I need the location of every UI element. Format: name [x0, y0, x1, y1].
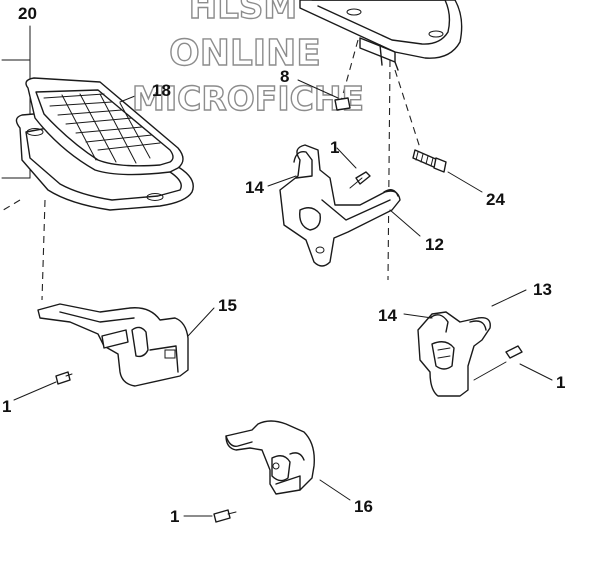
- callout-20: 20: [18, 4, 37, 23]
- alignment-line: [0, 199, 21, 213]
- bracket-part-12: [267, 144, 421, 267]
- stud-part-24: [412, 149, 483, 193]
- alignment-line: [387, 59, 391, 281]
- floorboard-right-partial: [299, 0, 463, 71]
- callout-16: 16: [354, 497, 373, 516]
- callout-8: 8: [280, 67, 289, 86]
- watermark-line3: MICROFICHE: [132, 79, 364, 118]
- mount-part-16: [183, 420, 351, 523]
- callout-14-right: 14: [378, 306, 397, 325]
- callout-18: 18: [152, 81, 171, 100]
- callout-1-right: 1: [556, 373, 565, 392]
- callout-1-bottom: 1: [170, 507, 179, 526]
- callout-24: 24: [486, 190, 505, 209]
- mount-part-13: [403, 289, 553, 397]
- callout-1-top: 1: [330, 138, 339, 157]
- watermark-line2: ONLINE: [169, 33, 321, 74]
- alignment-line: [394, 69, 421, 149]
- callout-13: 13: [533, 280, 552, 299]
- watermark-line1: HLSM: [189, 0, 297, 27]
- floorboard-assembly: [1, 25, 194, 211]
- nut-part: [297, 79, 351, 111]
- callout-15: 15: [218, 296, 237, 315]
- alignment-line: [41, 199, 46, 301]
- callout-12: 12: [425, 235, 444, 254]
- callout-14-top: 14: [245, 178, 264, 197]
- watermark: HLSM ONLINE MICROFICHE: [131, 0, 364, 119]
- callout-1-left: 1: [2, 397, 11, 416]
- mount-part-15: [13, 303, 215, 401]
